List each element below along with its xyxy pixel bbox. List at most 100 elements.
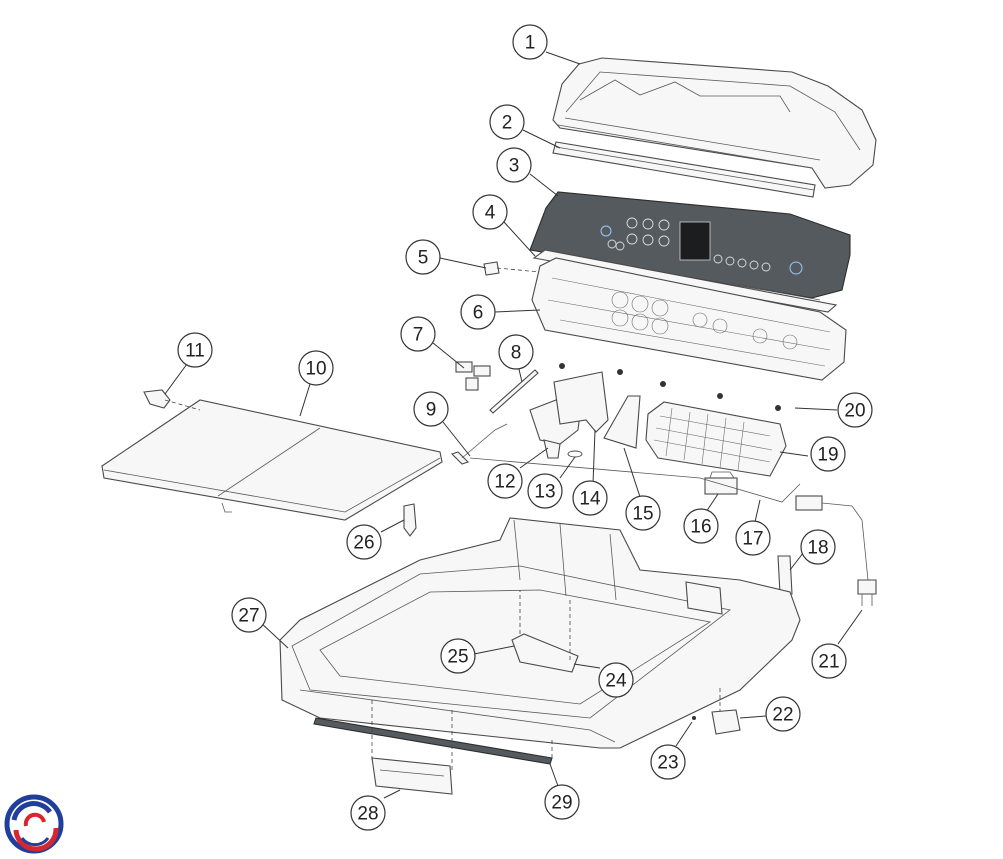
callout-number: 8 [511, 343, 522, 364]
callout-24: 24 [598, 662, 634, 698]
callout-circle [735, 520, 771, 556]
callout-13: 13 [527, 473, 563, 509]
callout-15: 15 [625, 495, 661, 531]
callout-circle [625, 495, 661, 531]
callout-number: 25 [447, 647, 468, 668]
callout-14: 14 [572, 480, 608, 516]
part-latch [777, 555, 793, 595]
callout-5: 5 [405, 239, 441, 275]
callout-28: 28 [350, 795, 386, 831]
callout-number: 14 [579, 489, 601, 510]
callout-circle [350, 795, 386, 831]
callout-number: 5 [418, 248, 429, 269]
callout-number: 1 [525, 33, 536, 54]
callout-18: 18 [800, 529, 836, 565]
callout-21: 21 [811, 643, 847, 679]
part-harness [469, 457, 801, 503]
callout-number: 18 [807, 538, 828, 559]
part-hinge [143, 389, 201, 411]
callout-number: 19 [817, 445, 838, 466]
part-top-cover [279, 517, 801, 749]
callout-9: 9 [413, 391, 449, 427]
callout-23: 23 [650, 744, 686, 780]
callout-circle [572, 480, 608, 516]
callout-circle [498, 334, 534, 370]
callout-25: 25 [440, 638, 476, 674]
callout-11: 11 [177, 332, 213, 368]
leader-lines [164, 51, 863, 799]
part-bottom-bracket [371, 757, 453, 795]
callout-circle [527, 473, 563, 509]
callout-number: 29 [551, 793, 572, 814]
callout-number: 28 [357, 804, 378, 825]
callout-17: 17 [735, 520, 771, 556]
part-trim-strip [552, 141, 816, 198]
callout-circle [650, 744, 686, 780]
callout-number: 13 [534, 482, 555, 503]
part-power-cord [795, 495, 877, 606]
callout-number: 6 [473, 303, 484, 324]
callout-12: 12 [487, 463, 523, 499]
callout-number: 24 [605, 671, 627, 692]
part-small-square [483, 261, 541, 276]
callout-circle [472, 194, 508, 230]
callout-number: 26 [353, 533, 374, 554]
callout-circle [298, 350, 334, 386]
part-lid [101, 399, 443, 521]
callout-circle [400, 316, 436, 352]
part-pin [403, 503, 417, 537]
callout-10: 10 [298, 350, 334, 386]
callout-number: 7 [413, 325, 424, 346]
callout-circle [800, 529, 836, 565]
part-clips [455, 361, 491, 391]
callout-number: 15 [632, 504, 653, 525]
callout-2: 2 [489, 104, 525, 140]
callout-4: 4 [472, 194, 508, 230]
callout-number: 16 [690, 517, 711, 538]
callout-number: 20 [844, 401, 865, 422]
part-rod [489, 369, 539, 414]
callout-number: 11 [185, 341, 205, 362]
part-control-board [645, 401, 787, 477]
callout-circle [440, 638, 476, 674]
part-bracket [553, 371, 609, 433]
callout-8: 8 [498, 334, 534, 370]
callout-20: 20 [837, 392, 873, 428]
callout-19: 19 [810, 436, 846, 472]
part-console-housing [552, 57, 877, 189]
callout-26: 26 [346, 524, 382, 560]
callout-circle [544, 784, 580, 820]
callout-number: 27 [238, 606, 259, 627]
part-shield [603, 395, 641, 449]
part-screws [559, 363, 781, 411]
callout-22: 22 [765, 696, 801, 732]
callout-circle [598, 662, 634, 698]
callout-number: 9 [426, 400, 437, 421]
callout-number: 2 [502, 113, 513, 134]
callout-number: 3 [509, 156, 520, 177]
callout-circle [413, 391, 449, 427]
callout-number: 10 [305, 359, 326, 380]
callout-circle [487, 463, 523, 499]
brand-logo [4, 794, 64, 854]
callout-circle [346, 524, 382, 560]
callout-16: 16 [683, 508, 719, 544]
callout-number: 17 [742, 529, 763, 550]
callout-number: 12 [494, 472, 515, 493]
callout-6: 6 [460, 294, 496, 330]
part-switch [704, 471, 738, 495]
callout-circle [512, 24, 548, 60]
callout-7: 7 [400, 316, 436, 352]
callout-27: 27 [231, 597, 267, 633]
callout-circle [810, 436, 846, 472]
callout-circle [405, 239, 441, 275]
callout-circle [683, 508, 719, 544]
callout-number: 23 [657, 753, 678, 774]
part-control-fascia [529, 191, 851, 301]
callout-circle [765, 696, 801, 732]
callout-circle [460, 294, 496, 330]
callout-circle [837, 392, 873, 428]
callout-29: 29 [544, 784, 580, 820]
callout-1: 1 [512, 24, 548, 60]
